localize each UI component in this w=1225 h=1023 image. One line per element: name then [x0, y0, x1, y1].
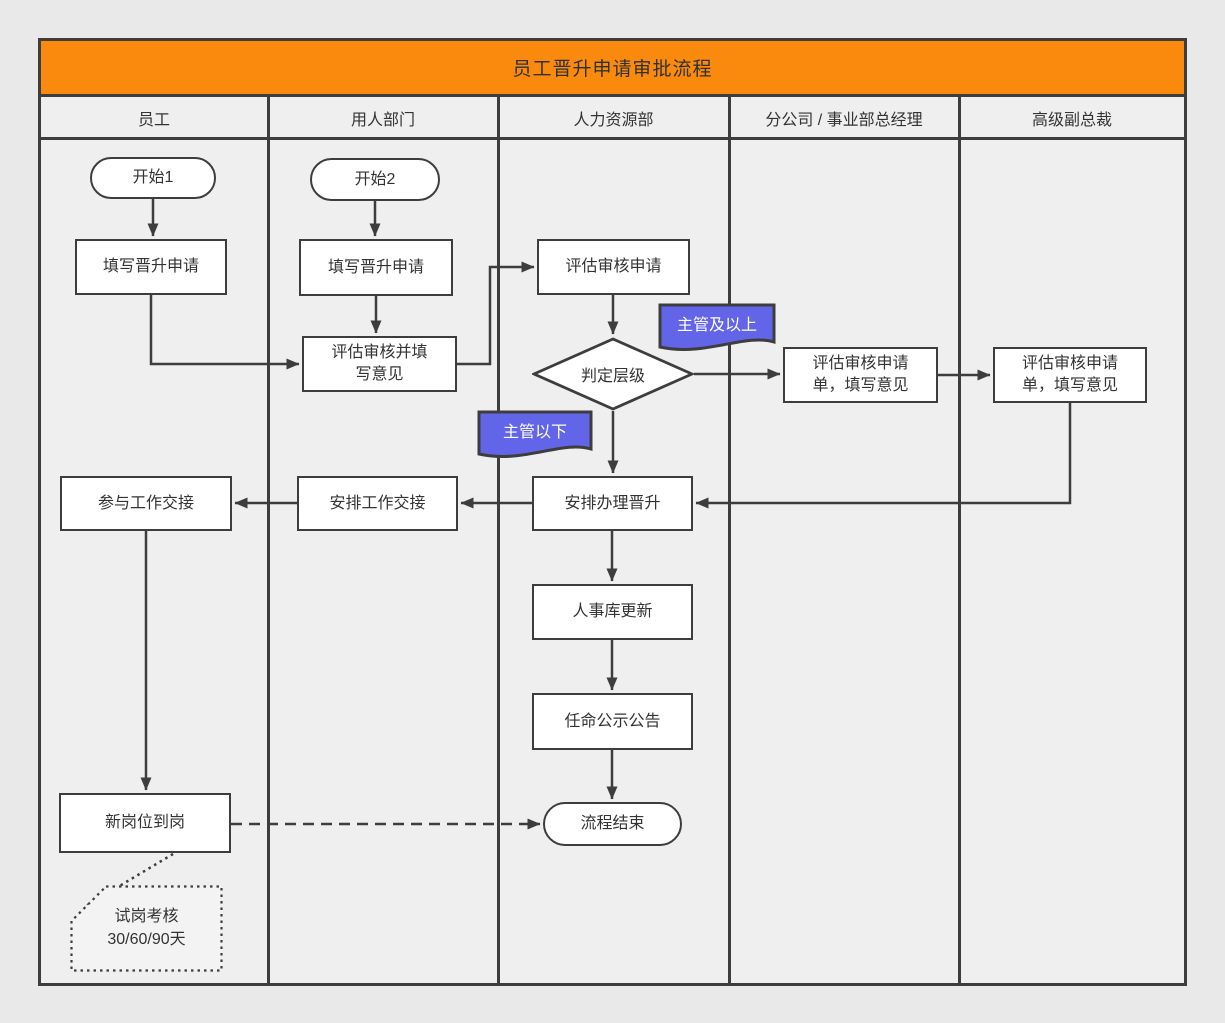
lane-divider-1: [266, 96, 270, 984]
lane-header-bottom-line: [38, 137, 1187, 140]
node-start1: 开始1: [90, 157, 216, 199]
diagram-title: 员工晋升申请审批流程: [38, 38, 1187, 97]
lane-divider-3: [727, 96, 731, 984]
node-judge-level: 判定层级: [532, 337, 694, 411]
node-announcement: 任命公示公告: [532, 693, 693, 750]
node-arrange-promotion: 安排办理晋升: [532, 476, 693, 531]
note-trial-assessment: 试岗考核 30/60/90天: [70, 885, 223, 972]
node-end: 流程结束: [543, 802, 682, 846]
node-fill-application-2: 填写晋升申请: [299, 239, 453, 296]
lane-header-hiring-dept: 用人部门: [350, 111, 415, 129]
lane-header-svp: 高级副总裁: [1031, 111, 1112, 129]
label-supervisor-and-above: 主管及以上: [658, 303, 776, 355]
label-below-supervisor: 主管以下: [477, 410, 593, 462]
node-hr-db-update: 人事库更新: [532, 584, 693, 640]
node-review-and-fill-opinion: 评估审核并填写意见: [302, 336, 457, 392]
lane-header-gm: 分公司 / 事业部总经理: [765, 111, 923, 129]
node-fill-application-1: 填写晋升申请: [75, 239, 227, 295]
node-svp-review: 评估审核申请单，填写意见: [993, 347, 1147, 403]
node-start2: 开始2: [310, 158, 440, 201]
node-gm-review: 评估审核申请单，填写意见: [783, 347, 938, 403]
lane-header-employee: 员工: [137, 111, 170, 129]
note-text: 试岗考核 30/60/90天: [107, 908, 186, 948]
lane-divider-2: [496, 96, 500, 984]
node-review-application: 评估审核申请: [537, 239, 690, 295]
lane-divider-4: [957, 96, 961, 984]
node-join-handover: 参与工作交接: [60, 476, 232, 531]
node-arrange-handover: 安排工作交接: [297, 476, 458, 531]
node-new-post: 新岗位到岗: [59, 793, 231, 853]
lane-header-hr-dept: 人力资源部: [573, 111, 654, 129]
